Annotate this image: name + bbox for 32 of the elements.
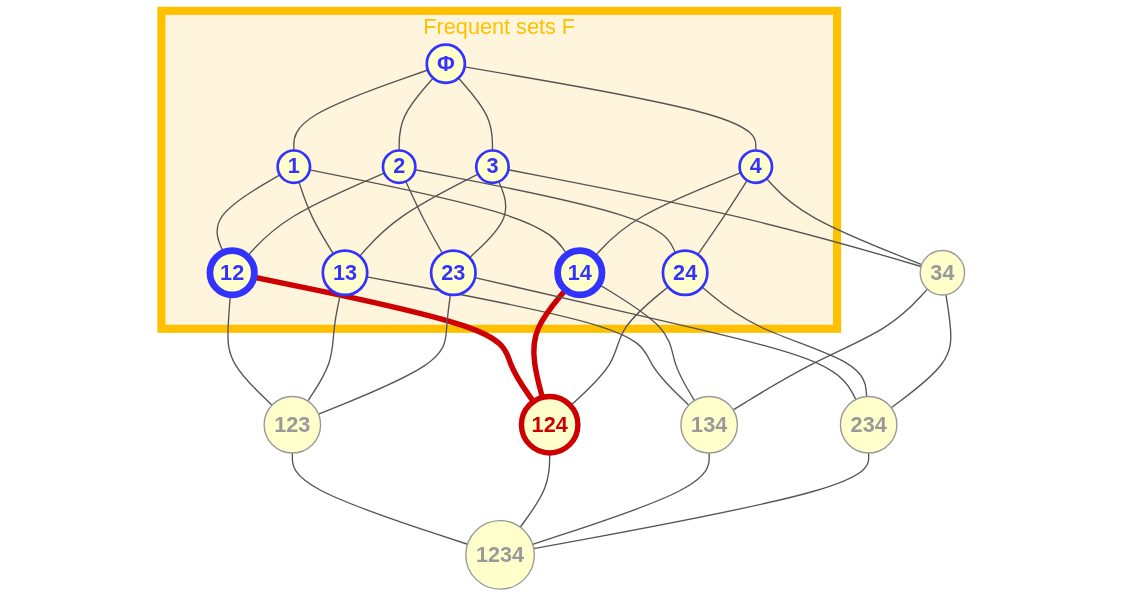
- node-circle: 2: [381, 149, 417, 185]
- connector: [890, 294, 952, 409]
- connector: [359, 173, 479, 257]
- connector: [298, 181, 335, 255]
- connector: [533, 452, 870, 550]
- connector: [291, 452, 469, 545]
- connector: [531, 288, 568, 399]
- node-circle: 1: [276, 149, 312, 185]
- connector: [309, 169, 568, 256]
- node-circle: 134: [680, 395, 739, 454]
- connector: [765, 178, 923, 266]
- node-circle: 124: [518, 393, 581, 456]
- connector: [307, 293, 342, 402]
- connector: [474, 277, 857, 401]
- connector: [697, 179, 748, 256]
- connector: [701, 286, 868, 398]
- node-circle: 23: [429, 249, 477, 297]
- node-circle: 3: [474, 149, 510, 185]
- node-circle: Φ: [425, 43, 467, 85]
- node-circle: 123: [263, 395, 322, 454]
- node-circle: 24: [661, 249, 709, 297]
- node-circle: 13: [321, 249, 369, 297]
- node-circle: 14: [554, 247, 606, 299]
- node-circle: 4: [738, 149, 774, 185]
- connector: [317, 294, 452, 415]
- node-circle: 12: [206, 247, 258, 299]
- node-circle: 34: [919, 249, 966, 296]
- node-circle: 1234: [465, 520, 535, 590]
- connector: [366, 276, 690, 406]
- connector: [594, 172, 742, 257]
- node-circle: 234: [839, 395, 898, 454]
- connector: [732, 288, 929, 411]
